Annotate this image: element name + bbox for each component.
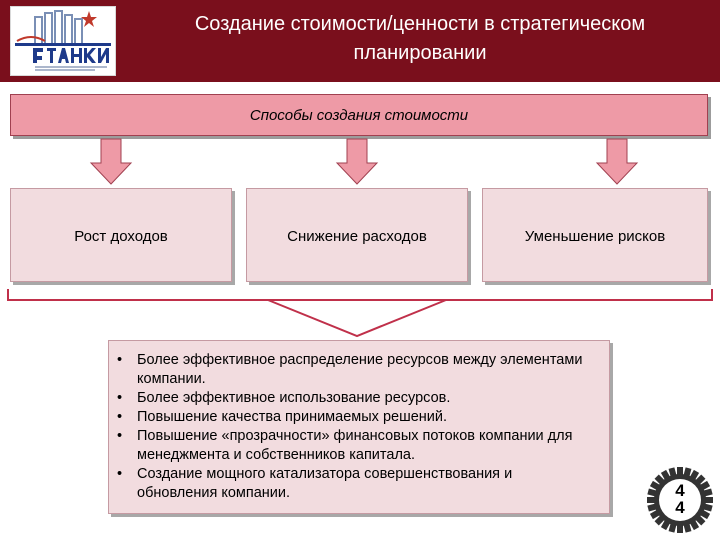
benefit-item: •Повышение «прозрачности» финансовых пот…	[117, 427, 587, 465]
bullet-glyph: •	[117, 389, 122, 408]
benefit-item: •Более эффективное использование ресурсо…	[117, 389, 587, 408]
bullet-glyph: •	[117, 465, 122, 484]
bullet-glyph: •	[117, 351, 122, 370]
page-number-badge: 4 4	[646, 466, 714, 534]
grouping-bracket	[8, 289, 712, 300]
bullet-glyph: •	[117, 408, 122, 427]
merge-arrow-icon	[268, 300, 446, 336]
benefits-box: •Более эффективное распределение ресурсо…	[108, 340, 610, 514]
page-number: 4 4	[646, 482, 714, 516]
benefit-item: •Повышение качества принимаемых решений.	[117, 408, 587, 427]
benefit-item: •Более эффективное распределение ресурсо…	[117, 351, 587, 389]
benefit-item: •Создание мощного катализатора совершенс…	[117, 465, 587, 503]
bullet-glyph: •	[117, 427, 122, 446]
benefits-list: •Более эффективное распределение ресурсо…	[117, 351, 587, 503]
